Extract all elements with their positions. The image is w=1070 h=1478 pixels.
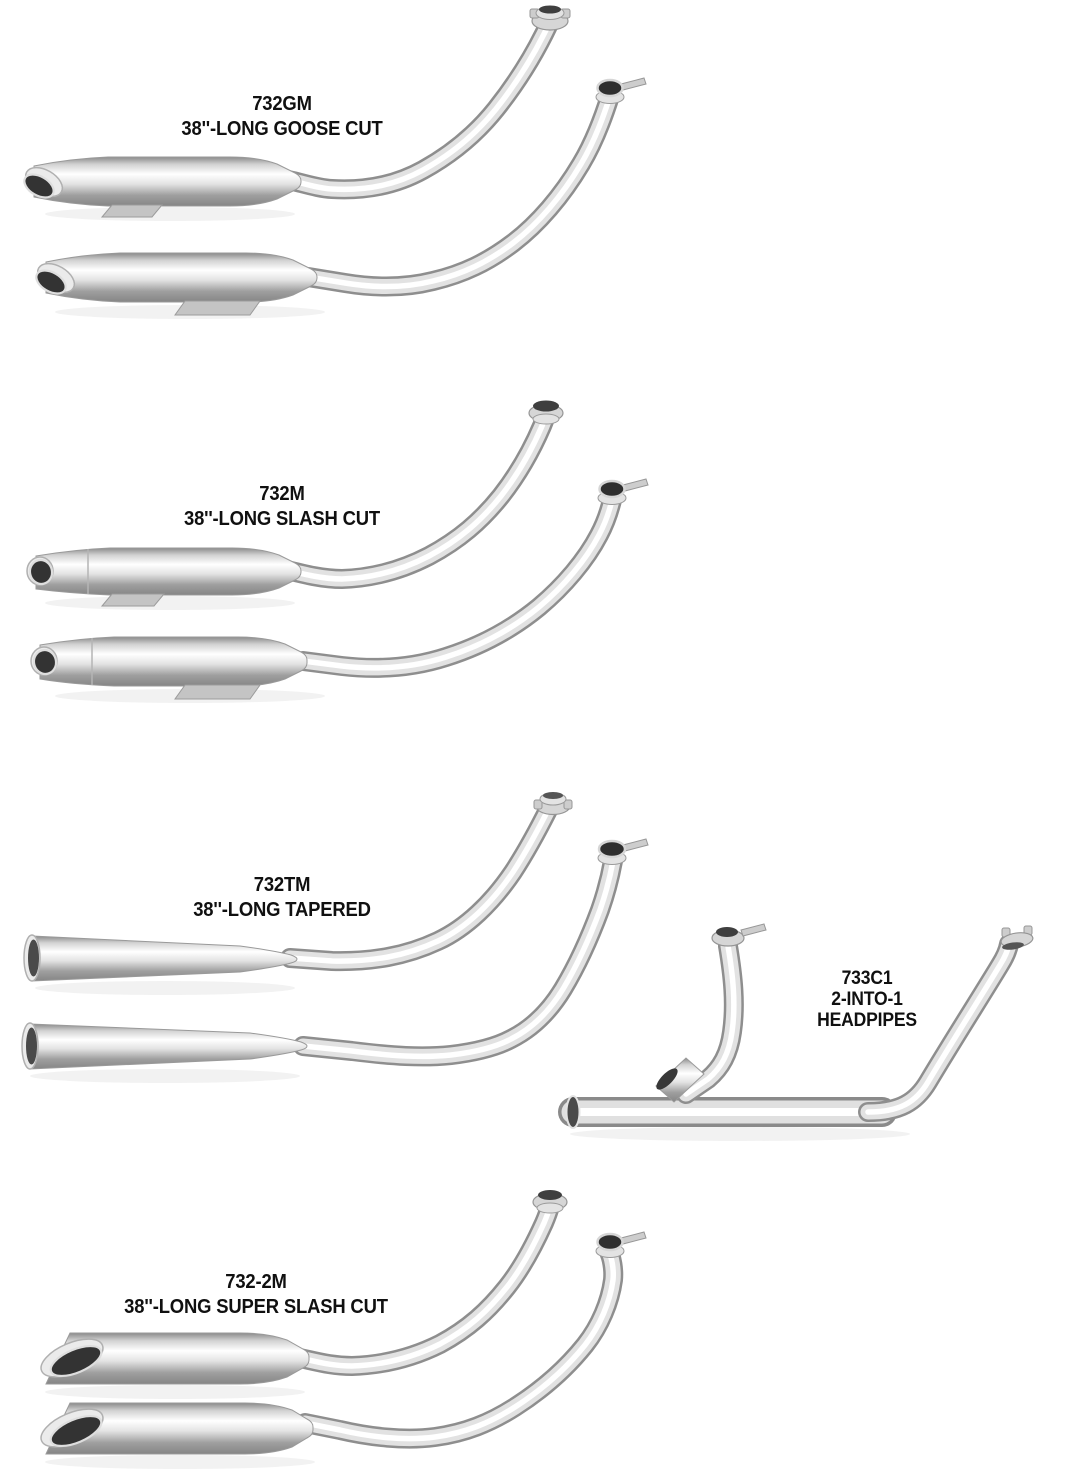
product-code: 732-2M: [225, 1270, 287, 1293]
rear-flange: [532, 1190, 568, 1214]
front-headpipe: [295, 1240, 624, 1449]
rear-headpipe: [285, 1196, 560, 1376]
rear-muffler-tapered: [23, 934, 298, 982]
rear-flange: [528, 400, 564, 425]
muffler-shadow: [35, 981, 295, 995]
product-label-732gm: 732GM 38''-LONG GOOSE CUT: [147, 91, 417, 141]
front-headpipe: [293, 486, 623, 678]
rear-flange: [533, 792, 573, 816]
product-photo-732gm: [23, 5, 647, 319]
rear-headpipe: [273, 402, 557, 589]
product-description: 38''-LONG TAPERED: [193, 898, 371, 921]
product-label-732m: 732M 38''-LONG SLASH CUT: [147, 481, 417, 531]
rear-muffler-super-slash: [40, 1332, 310, 1385]
front-flange: [711, 923, 767, 947]
front-muffler-tapered: [21, 1022, 308, 1070]
front-headpipe: [293, 851, 623, 1067]
front-flange: [597, 838, 649, 865]
product-photo-733c1: [558, 923, 1034, 1141]
product-code: 732TM: [253, 873, 311, 896]
product-description: 2-INTO-1: [831, 988, 903, 1010]
rear-muffler-goose-cut: [23, 156, 302, 218]
rear-flange: [1000, 925, 1034, 950]
muffler-shadow: [45, 207, 295, 221]
product-label-732tm: 732TM 38''-LONG TAPERED: [147, 872, 417, 922]
front-flange: [597, 478, 649, 505]
product-code: 732GM: [252, 92, 312, 115]
product-description: 38''-LONG GOOSE CUT: [181, 117, 383, 140]
rear-headpipe: [268, 11, 560, 200]
muffler-shadow: [30, 1069, 300, 1083]
collector-pipe: [558, 934, 1019, 1129]
product-code: 732M: [259, 482, 305, 505]
collector-opening: [565, 1095, 581, 1129]
front-muffler-goose-cut: [35, 252, 318, 316]
product-photo-732tm: [21, 792, 649, 1083]
muffler-shadow: [45, 1455, 315, 1469]
product-photo-732-2m: [40, 1190, 647, 1469]
product-label-732-2m: 732-2M 38''-LONG SUPER SLASH CUT: [121, 1269, 391, 1319]
product-photo-732m: [26, 400, 649, 703]
front-flange: [595, 77, 647, 104]
front-muffler-slash-cut: [30, 636, 308, 700]
collector-shadow: [570, 1127, 910, 1141]
front-headpipe: [676, 936, 744, 1104]
front-headpipe: [298, 86, 620, 297]
product-description-line2: HEADPIPES: [817, 1009, 917, 1031]
front-muffler-super-slash: [40, 1402, 314, 1455]
merge-junction: [655, 1057, 705, 1103]
product-description: 38''-LONG SUPER SLASH CUT: [124, 1295, 388, 1318]
rear-flange: [529, 5, 571, 31]
product-description: 38''-LONG SLASH CUT: [183, 507, 381, 530]
product-code: 733C1: [841, 967, 893, 989]
rear-headpipe: [280, 798, 559, 972]
rear-muffler-slash-cut: [26, 547, 302, 607]
product-label-733c1: 733C1 2-INTO-1 HEADPIPES: [777, 968, 957, 1031]
muffler-shadow: [45, 596, 295, 610]
muffler-shadow: [45, 1385, 305, 1399]
front-flange: [595, 1231, 647, 1258]
